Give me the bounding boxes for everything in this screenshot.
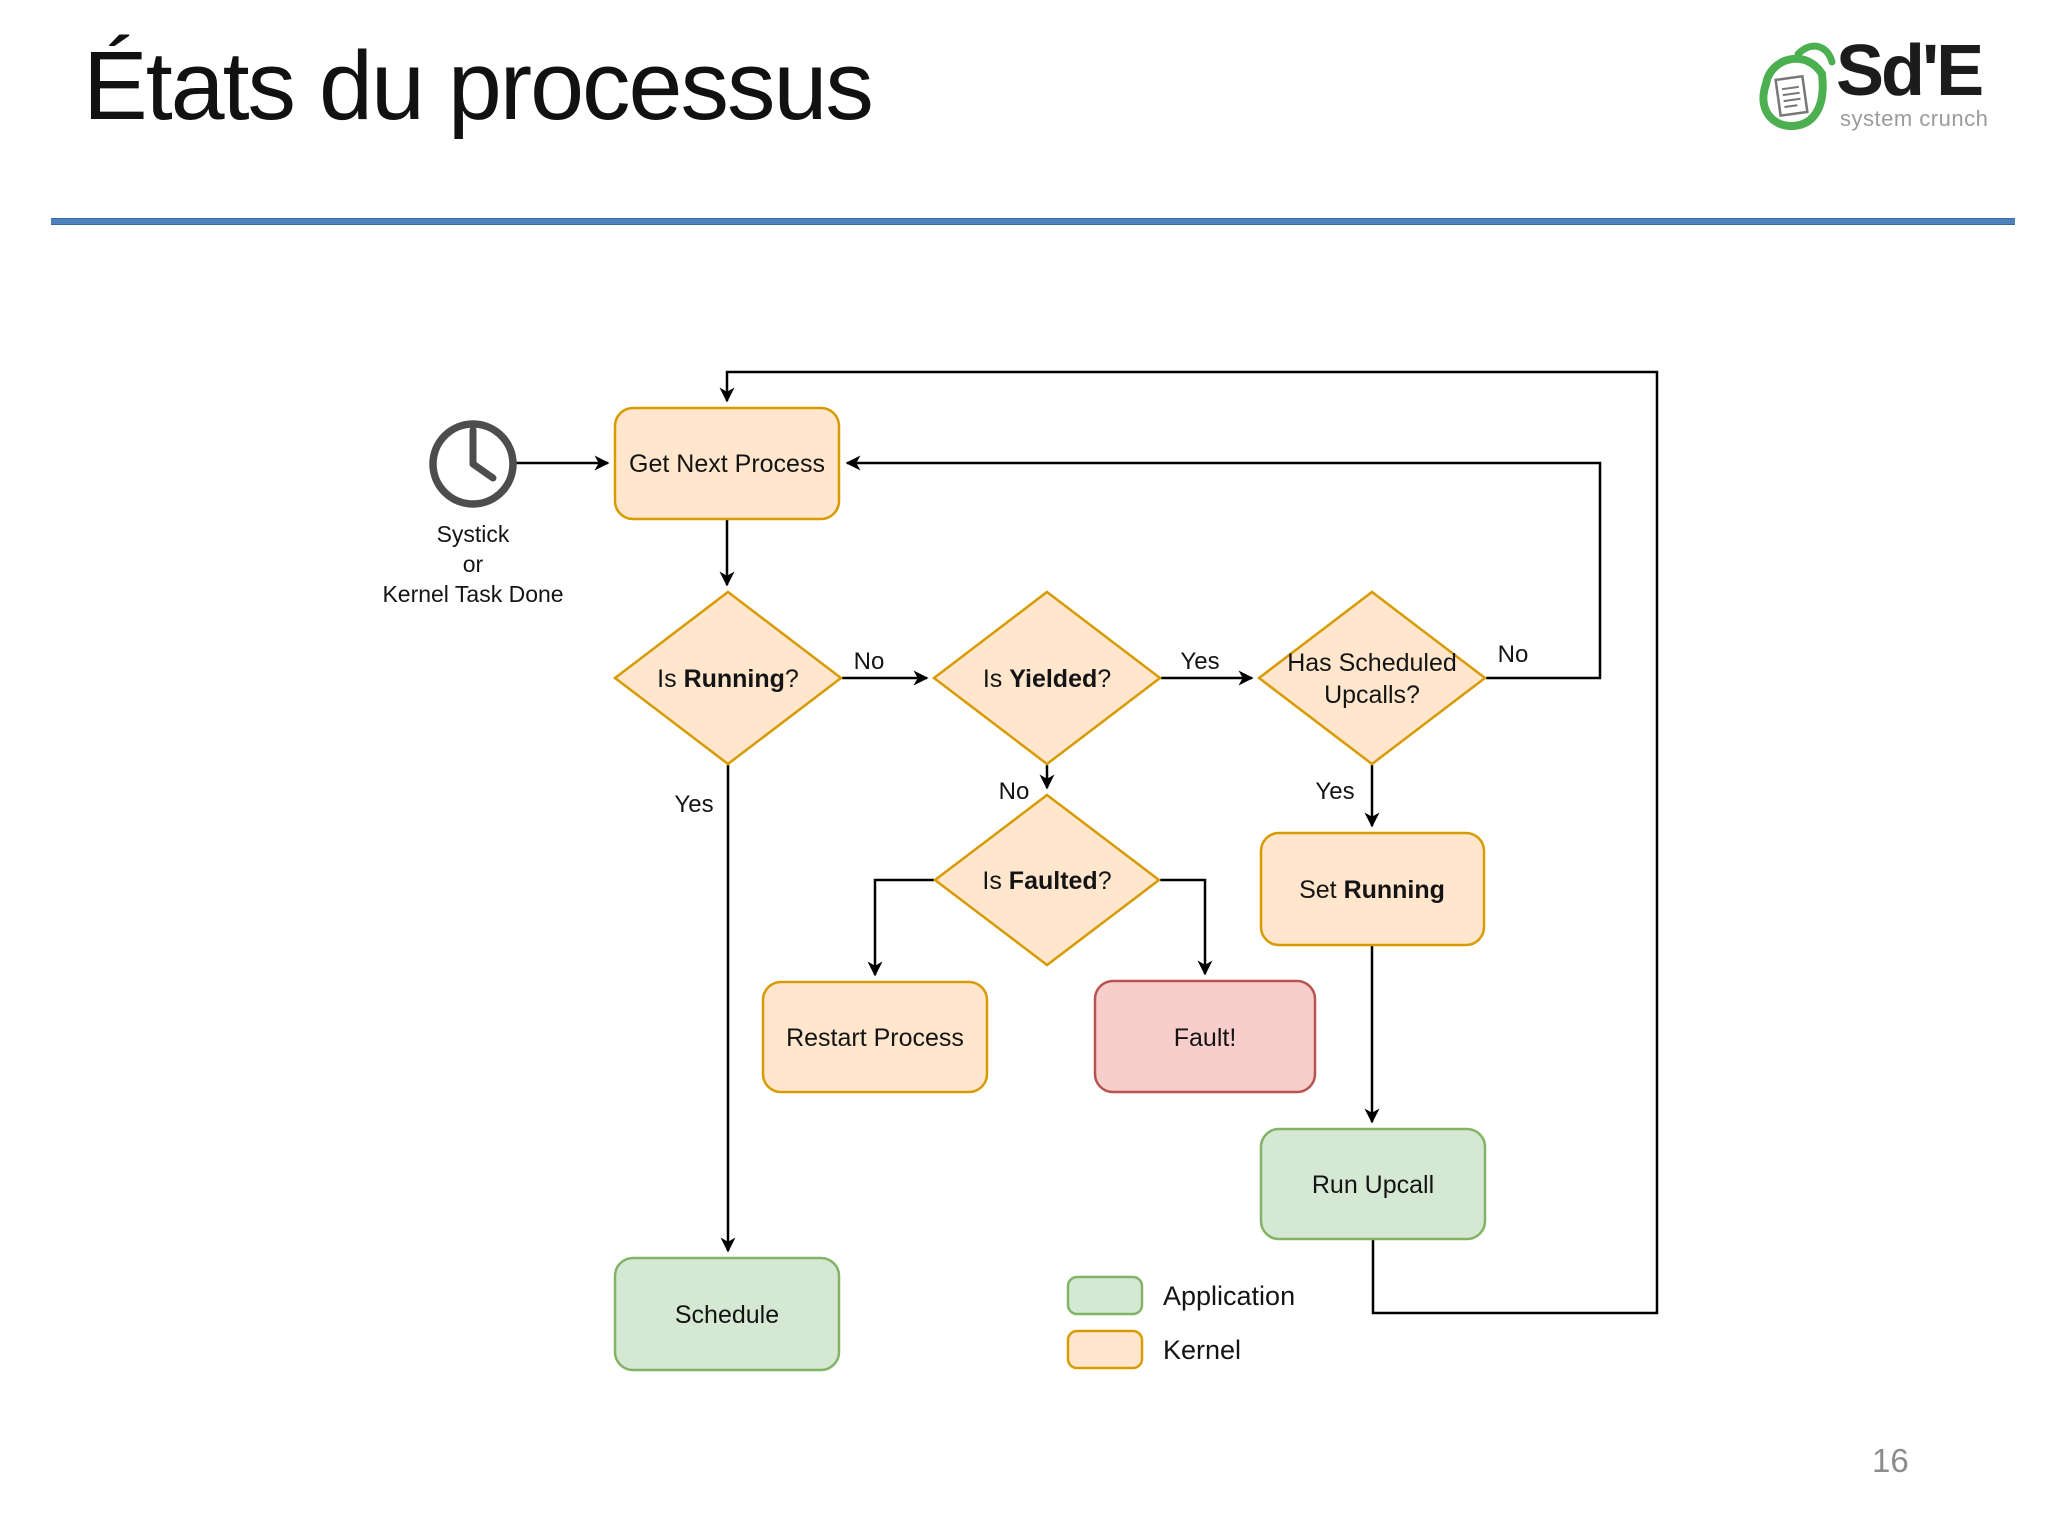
edge-label-yielded-yes: Yes — [1180, 648, 1219, 675]
legend-label-kernel: Kernel — [1163, 1335, 1241, 1365]
brand-name: Sd'E — [1836, 31, 1984, 111]
node-fault-shape — [1093, 979, 1317, 1094]
node-run-upcall-shape — [1259, 1127, 1487, 1241]
node-set-running-shape — [1259, 831, 1486, 947]
node-is-yielded: Is Yielded? — [931, 590, 1163, 766]
node-restart-process: Restart Process — [761, 980, 989, 1094]
clock-hands — [469, 426, 497, 482]
node-schedule-shape — [613, 1256, 841, 1372]
start-label-line1: Systick — [437, 521, 510, 547]
node-restart-process-label: Restart Process — [786, 1024, 964, 1052]
node-is-running-shape — [612, 590, 844, 766]
node-is-running-label: Is Running? — [657, 665, 799, 693]
edge-label-yielded-no: No — [999, 778, 1030, 805]
edge-label-running-no: No — [854, 648, 885, 675]
node-schedule: Schedule — [613, 1256, 841, 1372]
acorn-body — [1759, 70, 1827, 131]
acorn-cap — [1762, 54, 1826, 88]
node-fault-label: Fault! — [1174, 1024, 1237, 1052]
acorn-logo-icon — [1759, 42, 1836, 131]
start-label-line2: or — [463, 551, 484, 577]
title-divider — [51, 218, 2015, 225]
start-label-line3: Kernel Task Done — [382, 581, 563, 607]
node-is-yielded-shape — [931, 590, 1163, 766]
document-icon — [1774, 74, 1809, 118]
edge-run-upcall-loop-to-get-next-process — [719, 370, 1659, 1315]
brand-logo: Sd'E system crunch — [1750, 31, 2030, 144]
node-is-faulted-label: Is Faulted? — [982, 867, 1111, 895]
node-get-next-process-label: Get Next Process — [629, 450, 825, 478]
page-number: 16 — [1872, 1442, 1909, 1479]
legend: Application Kernel — [1066, 1275, 1295, 1370]
edge-label-running-yes: Yes — [674, 791, 713, 818]
node-fault: Fault! — [1093, 979, 1317, 1094]
node-schedule-label: Schedule — [675, 1301, 779, 1329]
acorn-stem — [1794, 42, 1836, 66]
edge-is-faulted-to-restart-process — [867, 878, 934, 977]
node-is-faulted: Is Faulted? — [932, 793, 1162, 967]
node-get-next-process-shape — [613, 406, 841, 521]
legend-swatch-application — [1066, 1275, 1144, 1316]
node-is-yielded-label: Is Yielded? — [983, 665, 1111, 693]
edge-label-upcalls-no: No — [1498, 641, 1529, 668]
node-set-running: Set Running — [1259, 831, 1486, 947]
node-restart-process-shape — [761, 980, 989, 1094]
node-set-running-label: Set Running — [1299, 876, 1445, 904]
node-has-scheduled-upcalls-shape — [1256, 590, 1488, 766]
page-title: États du processus — [83, 31, 874, 140]
legend-swatch-kernel — [1066, 1329, 1144, 1370]
node-has-scheduled-upcalls: Has Scheduled Upcalls? — [1256, 590, 1488, 766]
edge-label-upcalls-yes: Yes — [1315, 778, 1354, 805]
node-run-upcall-label: Run Upcall — [1312, 1171, 1434, 1199]
node-run-upcall: Run Upcall — [1259, 1127, 1487, 1241]
brand-tagline: system crunch — [1840, 106, 1989, 131]
start-event: Systick or Kernel Task Done — [382, 420, 564, 607]
edge-is-faulted-to-fault — [1160, 878, 1213, 976]
node-get-next-process: Get Next Process — [613, 406, 841, 521]
node-is-faulted-shape — [932, 793, 1162, 967]
legend-label-application: Application — [1163, 1281, 1295, 1311]
node-has-scheduled-upcalls-label-line2: Upcalls? — [1324, 681, 1420, 709]
node-has-scheduled-upcalls-label-line1: Has Scheduled — [1287, 649, 1457, 677]
node-is-running: Is Running? — [612, 590, 844, 766]
edge-has-scheduled-upcalls-no-to-get-next-process — [845, 455, 1602, 680]
